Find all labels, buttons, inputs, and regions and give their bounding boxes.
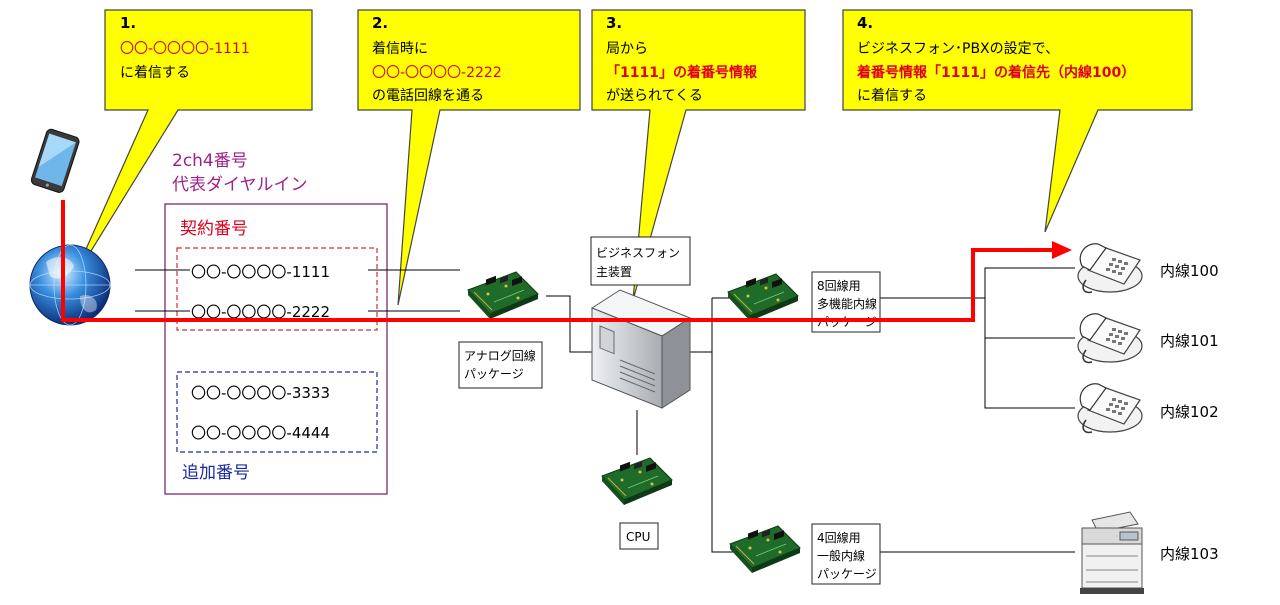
callout-4: 4. ビジネスフォン･PBXの設定で、 着番号情報「1111」の着信先（内線10… xyxy=(842,9,1193,233)
general-extension-package-board xyxy=(729,525,801,574)
callout-1-line-1: 〇〇-〇〇〇〇-1111 xyxy=(120,41,250,57)
callout-3: 3. 局から 「1111」の着番号情報 が送られてくる xyxy=(591,9,806,301)
callout-3-line-1: 局から xyxy=(606,41,648,57)
additional-number-box xyxy=(176,371,378,453)
cpu-board xyxy=(601,457,673,506)
extension-label-103: 内線103 xyxy=(1160,545,1219,563)
incoming-call-path xyxy=(61,200,1055,322)
globe-icon xyxy=(29,244,111,326)
contract-number-1: 〇〇-〇〇〇〇-1111 xyxy=(191,263,330,281)
analog-line-package-label-2: パッケージ xyxy=(464,367,524,381)
contract-number-title: 契約番号 xyxy=(180,219,248,239)
callout-2-line-2: 〇〇-〇〇〇〇-2222 xyxy=(372,65,502,81)
general-package-label-1: 4回線用 xyxy=(817,530,861,545)
general-package-label-2: 一般内線 xyxy=(817,548,865,563)
callout-4-line-2: 着番号情報「1111」の着信先（内線100） xyxy=(856,64,1135,81)
callout-3-line-3: が送られてくる xyxy=(606,88,703,104)
general-package-label-3: パッケージ xyxy=(817,567,877,581)
multi-function-extension-package-board xyxy=(727,273,799,322)
main-unit-icon xyxy=(590,289,692,409)
analog-line-package-board xyxy=(467,271,539,320)
incoming-call-path-arrowhead xyxy=(1052,241,1072,259)
cpu-label-box xyxy=(619,522,659,550)
main-unit-label-box xyxy=(590,236,691,286)
extension-label-101: 内線101 xyxy=(1160,332,1219,350)
callout-1-number: 1. xyxy=(120,14,136,32)
desk-phone-icon xyxy=(1077,313,1143,364)
additional-number-2: 〇〇-〇〇〇〇-4444 xyxy=(191,424,330,442)
callout-1: 1. 〇〇-〇〇〇〇-1111 に着信する xyxy=(69,9,313,286)
multifunction-printer-icon xyxy=(1080,511,1144,594)
callout-3-number: 3. xyxy=(606,14,622,32)
callout-4-line-1: ビジネスフォン･PBXの設定で、 xyxy=(857,41,1059,57)
service-name-line-1: 2ch4番号 xyxy=(172,151,248,171)
desk-phone-icon xyxy=(1077,383,1143,434)
cpu-label: CPU xyxy=(626,530,650,544)
callout-2-line-3: の電話回線を通る xyxy=(372,87,484,104)
additional-number-title: 追加番号 xyxy=(182,463,250,483)
additional-number-1: 〇〇-〇〇〇〇-3333 xyxy=(191,384,330,402)
smartphone-icon xyxy=(30,128,80,193)
main-unit-label-2: 主装置 xyxy=(596,265,632,279)
analog-line-package-label-1: アナログ回線 xyxy=(464,348,536,363)
extension-label-102: 内線102 xyxy=(1160,403,1219,421)
analog-line-package-label-box xyxy=(458,341,543,389)
contract-number-box xyxy=(176,247,378,331)
callout-2: 2. 着信時に 〇〇-〇〇〇〇-2222 の電話回線を通る xyxy=(357,9,581,306)
service-name-line-2: 代表ダイヤルイン xyxy=(172,175,308,195)
callout-4-number: 4. xyxy=(857,14,873,32)
callout-1-line-2: に着信する xyxy=(120,65,190,81)
general-extension-package-label-box xyxy=(811,523,881,585)
callout-4-line-3: に着信する xyxy=(857,88,927,104)
callout-2-line-1: 着信時に xyxy=(372,41,428,57)
desk-phone-icon xyxy=(1077,243,1143,294)
contract-number-2: 〇〇-〇〇〇〇-2222 xyxy=(191,303,330,321)
multi-function-package-label-2: 多機能内線 xyxy=(817,296,877,311)
extension-label-100: 内線100 xyxy=(1160,262,1219,280)
callout-3-line-2: 「1111」の着番号情報 xyxy=(606,64,758,81)
main-unit-label-1: ビジネスフォン xyxy=(596,246,680,260)
multi-function-package-label-1: 8回線用 xyxy=(817,278,861,293)
callout-2-number: 2. xyxy=(372,14,388,32)
number-panel xyxy=(164,203,388,495)
connector-lines xyxy=(135,267,1075,553)
